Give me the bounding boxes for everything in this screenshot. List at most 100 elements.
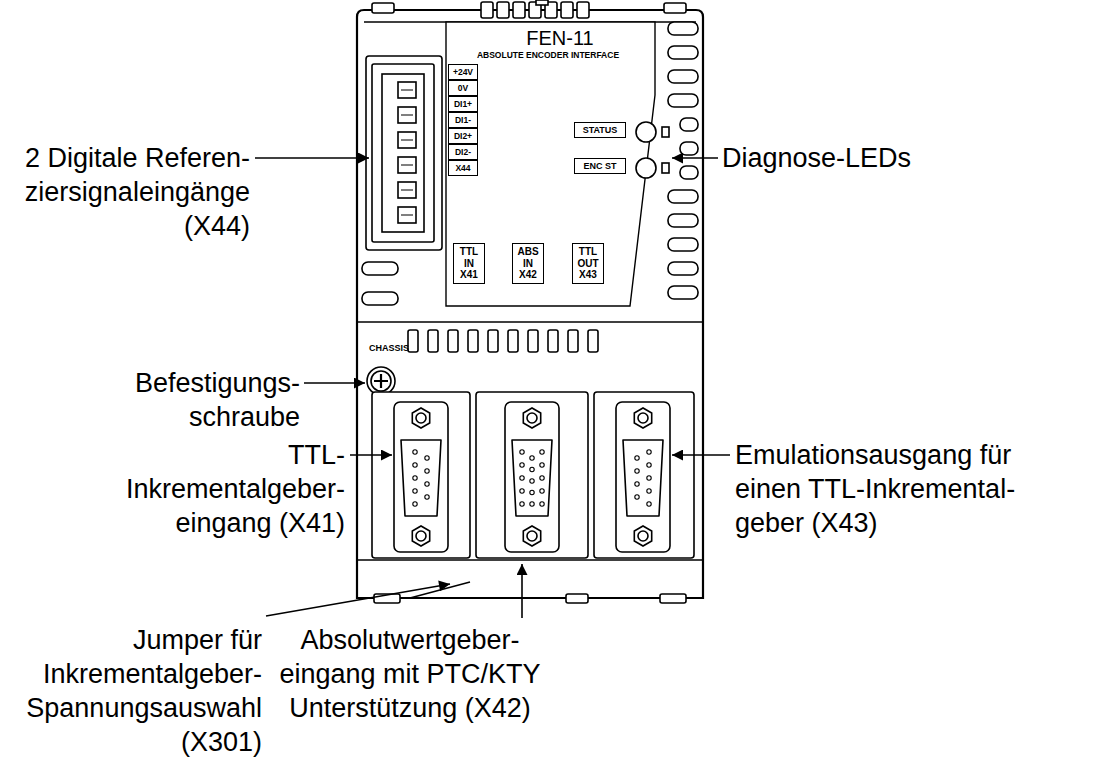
connector-pin [540,476,544,480]
connector-screw [634,408,651,428]
module-housing [357,10,703,598]
connector-screw-hole [638,413,648,423]
top-rib [577,2,589,18]
connector-label: ABS IN X42 [512,243,544,284]
connector-pin [530,467,534,471]
connector-pin [520,450,524,454]
terminal-pin [398,207,416,223]
terminal-pin-name: 0V [448,80,478,96]
connector-label: TTL OUT X43 [572,243,604,284]
housing-edge [357,559,703,561]
terminal-pin [398,82,416,98]
vent-slot [448,330,458,352]
top-clip [372,3,394,13]
connector-shell [394,402,448,552]
connector-screw [412,526,429,546]
vent-slot [668,190,698,203]
vent-slot [362,292,398,305]
leader-line [672,157,718,159]
connector-pin [647,476,651,480]
vent-slot [668,286,698,299]
leader-line [255,157,369,159]
top-tab [536,0,548,5]
terminal-plug [372,64,434,242]
connector-panel [372,392,470,558]
connector-pin [647,450,651,454]
module-name: FEN-11 [490,26,630,50]
connector-body [512,440,552,516]
connector-pin [635,456,639,460]
terminal-plug-body [382,74,424,232]
housing-edge [357,321,703,323]
connector-screw [523,526,540,546]
bottom-clip [566,594,588,603]
connector-pin [413,463,417,467]
terminal-pin-mark [401,115,413,116]
terminal-pin-mark [401,165,413,166]
connector-body [623,440,663,516]
top-rib [561,2,573,18]
terminal-pin [398,182,416,198]
connector-pin [425,482,429,486]
connector-screw [412,408,429,428]
top-rib [497,2,509,18]
callout-label: 2 Digitale Referen- ziersignaleingänge (… [0,141,250,243]
connector-screw [523,408,540,428]
box-text: TTL OUT X43 [575,246,601,281]
terminal-pin-mark [401,215,413,216]
vent-slot [508,330,518,352]
vent-slot [668,262,698,275]
vent-slot [668,94,698,107]
terminal-recess [366,56,442,250]
vent-slot [548,330,558,352]
module-subtitle: ABSOLUTE ENCODER INTERFACE [448,50,648,60]
callout-label: Befestigungs- schraube [110,366,300,434]
terminal-pin-mark [401,190,413,191]
vent-slot [528,330,538,352]
status-led-label: ENC ST [574,158,626,174]
box-text: ENC ST [583,161,616,171]
connector-pin [413,476,417,480]
leader-line [266,584,450,616]
connector-pin [425,469,429,473]
connector-pin [635,482,639,486]
callout-label: Emulationsausgang für einen TTL-Inkremen… [735,438,1035,540]
callout-label: Diagnose-LEDs [722,141,942,175]
box-text: STATUS [583,125,618,135]
vent-slot [408,330,418,352]
connector-pin [520,463,524,467]
callout-label: TTL- Inkrementalgeber- eingang (X41) [105,438,345,540]
connector-pin [413,489,417,493]
terminal-pin-mark [401,90,413,91]
connector-pin [413,502,417,506]
connector-screw-hole [527,531,537,541]
led [636,122,656,142]
fixing-screw [367,367,395,395]
connector-screw-hole [416,531,426,541]
callout-label: Jumper für Inkrementalgeber- Spannungsau… [12,623,262,759]
connector-pin [635,469,639,473]
connector-shell [616,402,670,552]
terminal-pin-name: X44 [448,160,478,176]
connector-pin [530,456,534,460]
leader-line [521,564,523,618]
connector-pin [520,476,524,480]
top-rib [481,2,493,18]
connector-pin [530,479,534,483]
connector-pin [530,502,534,506]
vent-slot [668,214,698,227]
vent-slot [668,70,698,83]
connector-pin [647,502,651,506]
vent-slot [668,238,698,251]
terminal-pin-name: DI1+ [448,96,478,112]
terminal-pin-name: DI1- [448,112,478,128]
connector-pin [647,463,651,467]
connector-pin [425,495,429,499]
leader-line [304,382,365,384]
box-text: TTL IN X41 [456,246,482,281]
connector-pin [540,502,544,506]
connector-pin [425,456,429,460]
connector-panel [594,392,694,558]
